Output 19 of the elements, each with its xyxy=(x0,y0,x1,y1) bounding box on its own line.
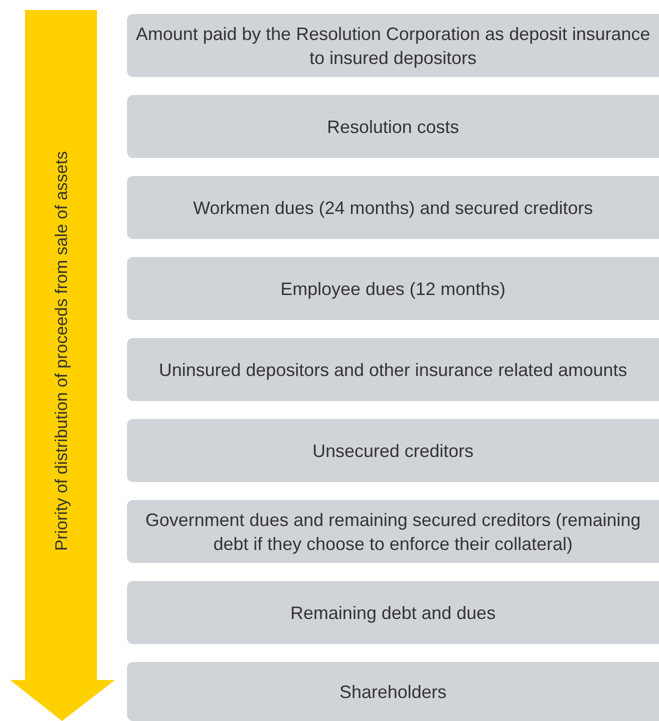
priority-box xyxy=(127,176,659,239)
priority-box xyxy=(127,14,659,77)
arrow-label: Priority of distribution of proceeds from sale of assets xyxy=(51,150,72,553)
box-text: Shareholders xyxy=(339,680,447,704)
priority-box xyxy=(127,257,659,320)
box-text: Uninsured depositors and other insurance related amounts xyxy=(158,358,628,382)
box-text: Amount paid by the Resolution Corporation as deposit insurance to insured depositors xyxy=(134,22,652,70)
box-text: Workmen dues (24 months) and secured creditors xyxy=(193,196,593,220)
box-text: Employee dues (12 months) xyxy=(280,278,506,300)
priority-box xyxy=(127,581,659,644)
box-text: Resolution costs xyxy=(326,116,460,138)
priority-box xyxy=(127,338,659,401)
priority-box xyxy=(127,95,659,158)
priority-box xyxy=(127,500,659,563)
box-text: Government dues and remaining secured creditors (remaining debt if they choose to enforce their collateral) xyxy=(144,508,642,556)
box-text: Unsecured creditors xyxy=(312,440,474,462)
priority-box xyxy=(127,662,659,721)
box-text: Remaining debt and dues xyxy=(290,602,496,624)
priority-box xyxy=(127,419,659,482)
